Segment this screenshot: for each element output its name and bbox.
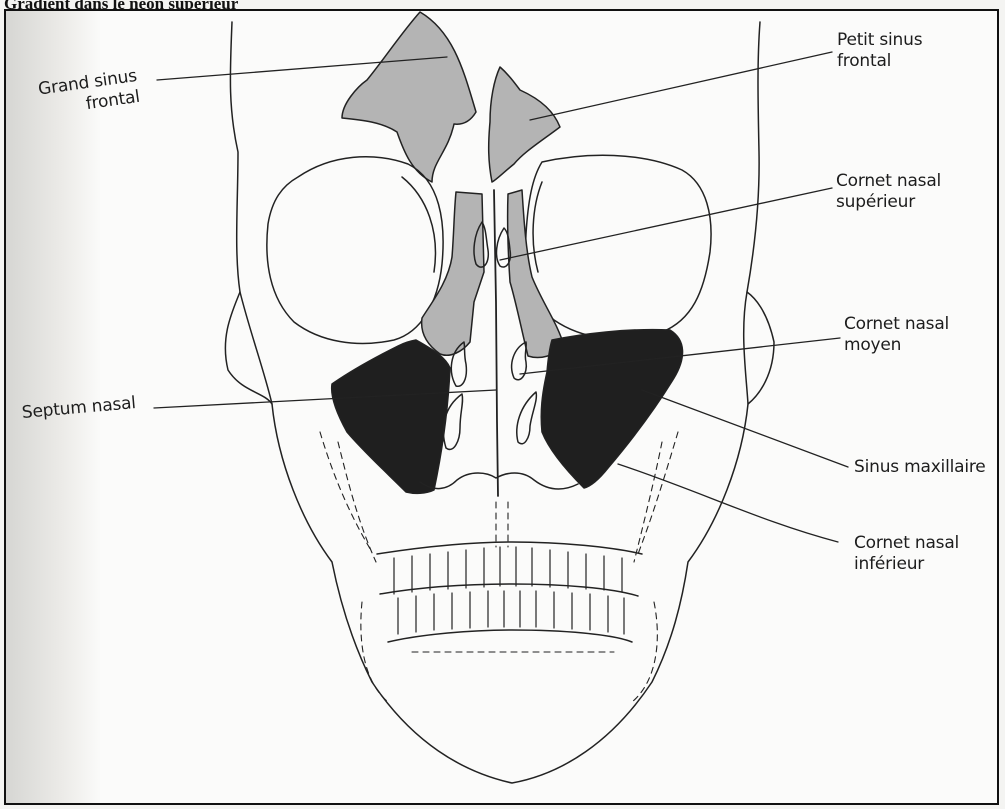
- label-sinus-maxillaire: Sinus maxillaire: [854, 457, 986, 478]
- figure-frame: Grand sinus frontal Petit sinus frontal …: [4, 9, 999, 805]
- left-orbit-inner: [402, 177, 435, 272]
- septum-nasal: [494, 190, 498, 496]
- right-ethmoid: [508, 190, 564, 358]
- nose-base: [420, 473, 578, 489]
- skull-diagram: [6, 11, 999, 805]
- right-orbit: [526, 155, 711, 339]
- leader-cornet-inferieur: [618, 464, 838, 542]
- occlusal-line: [380, 584, 638, 596]
- dashed-details: [320, 432, 678, 702]
- left-maxillary-sinus: [332, 340, 450, 493]
- left-ethmoid: [422, 192, 484, 355]
- right-maxillary-sinus: [541, 330, 682, 488]
- petit-sinus-frontal: [489, 67, 560, 182]
- leader-sinus-maxillaire: [642, 390, 848, 467]
- right-orbit-inner: [533, 182, 542, 272]
- label-petit-sinus-frontal: Petit sinus frontal: [837, 30, 922, 72]
- cornet-inferieur-right: [517, 392, 537, 444]
- lower-gum-line: [388, 630, 632, 642]
- lower-teeth: [398, 591, 624, 634]
- label-cornet-nasal-moyen: Cornet nasal moyen: [844, 314, 949, 356]
- label-cornet-nasal-superieur: Cornet nasal supérieur: [836, 171, 941, 213]
- leader-cornet-superieur: [500, 188, 832, 260]
- label-cornet-nasal-inferieur: Cornet nasal inférieur: [854, 533, 959, 575]
- left-orbit: [267, 157, 443, 344]
- upper-gum-line: [377, 542, 642, 554]
- leader-petit-sinus: [530, 52, 832, 120]
